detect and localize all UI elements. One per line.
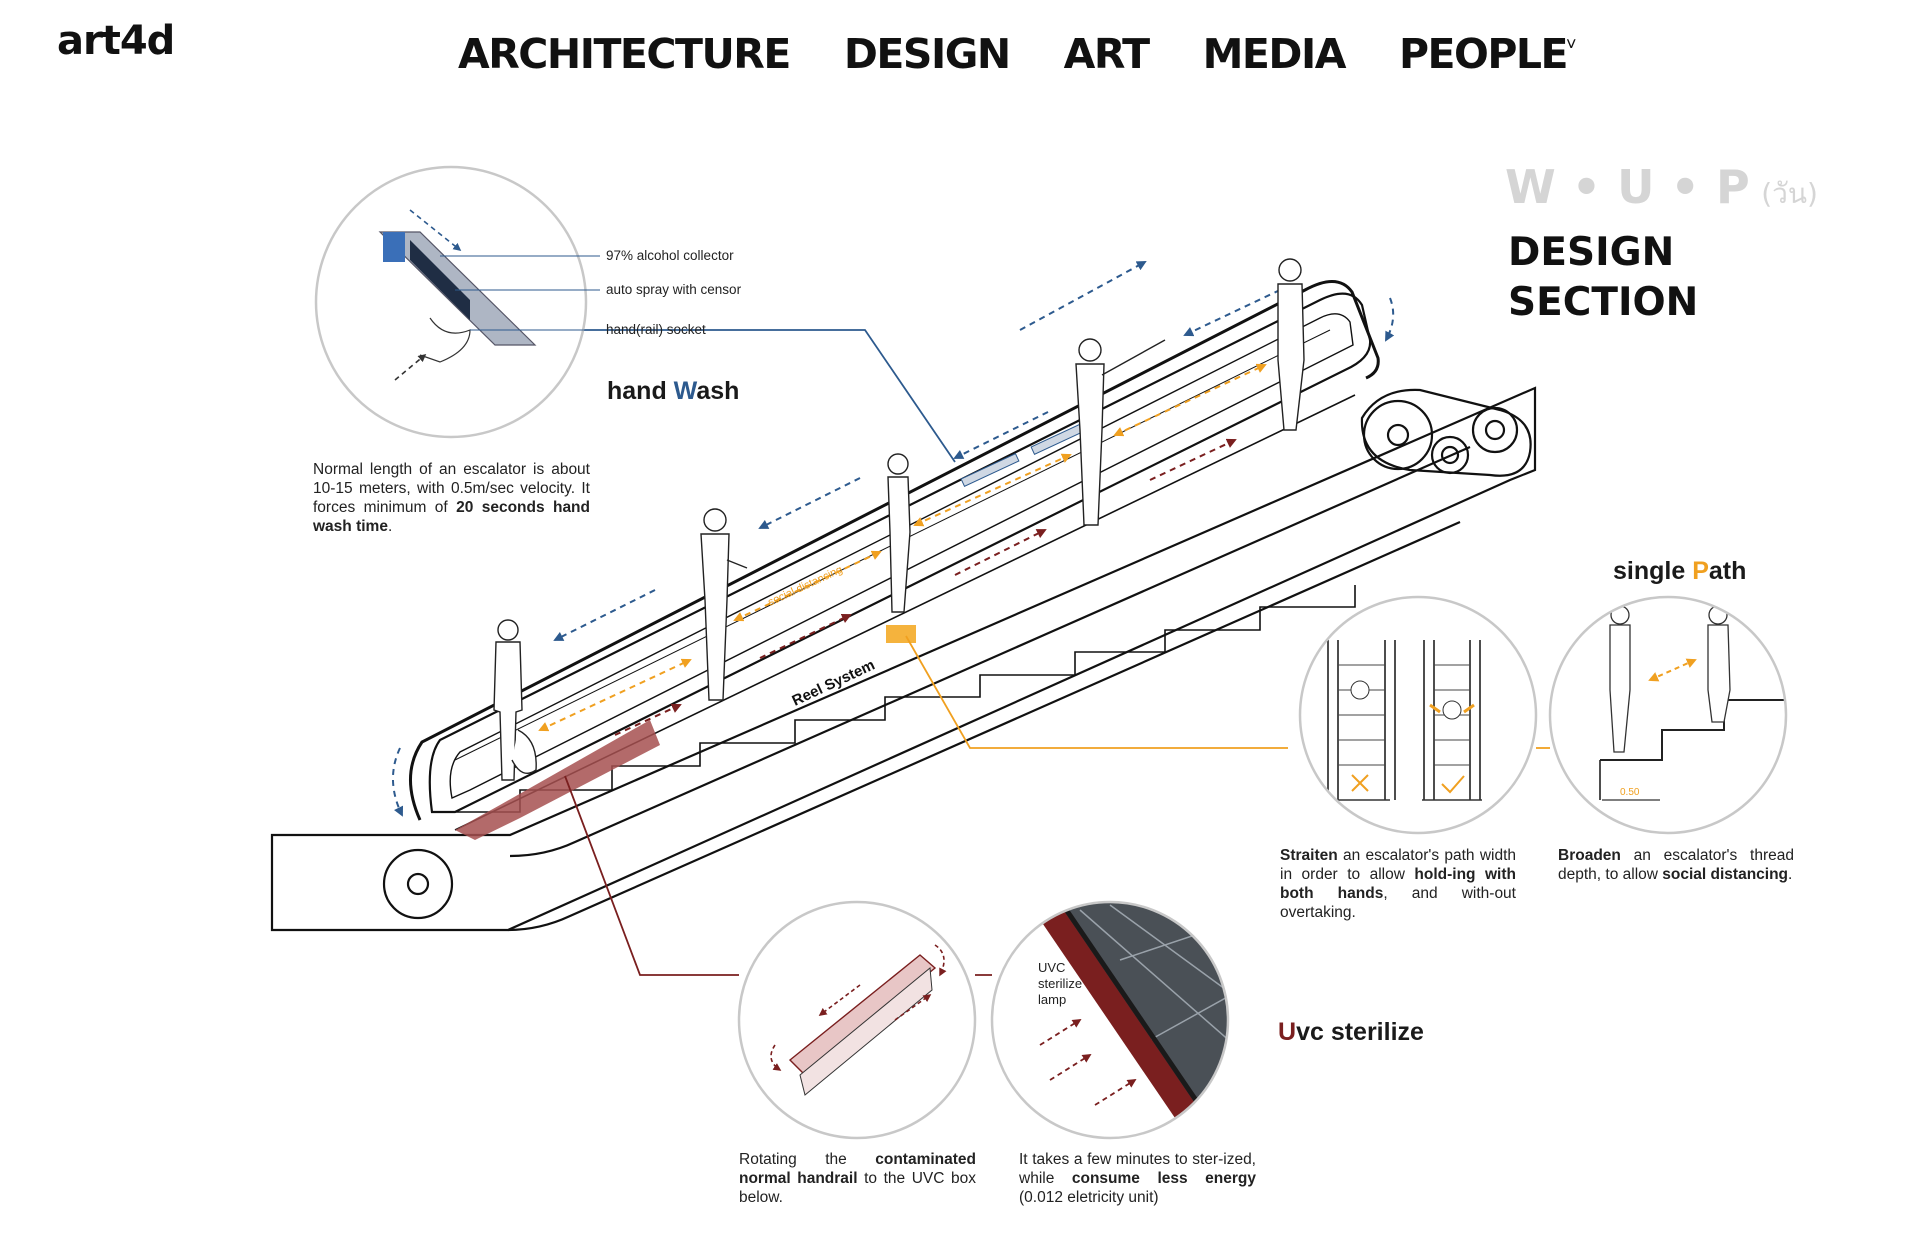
uvc-title: Uvc sterilize <box>1278 1018 1424 1047</box>
uvc-description: It takes a few minutes to ster-ized, whi… <box>1019 1150 1256 1207</box>
flow-arrows <box>391 261 1395 817</box>
hand-wash-desc-b: 20 seconds hand wash time <box>313 499 590 535</box>
contaminated-handrail-highlight <box>455 720 660 840</box>
hand-wash-title-pre: hand <box>607 377 674 405</box>
uvc-desc-c: (0.012 eletricity unit) <box>1019 1189 1159 1206</box>
chevron-down-icon[interactable]: ˅ <box>1566 34 1577 54</box>
straiten-path-detail <box>1300 597 1536 833</box>
hand-wash-title: hand Wash <box>607 377 739 406</box>
depth-label: 0.50 <box>1620 787 1640 798</box>
rotating-handrail-detail <box>739 902 975 1138</box>
hand-wash-desc-c: . <box>387 518 393 535</box>
uvc-desc-b: consume less energy <box>1071 1170 1256 1187</box>
single-path-title-post: ath <box>1708 557 1747 585</box>
wup-thai: (วัน) <box>1761 177 1818 210</box>
wup-letters: W • U • P <box>1505 160 1750 214</box>
rotating-desc-b: contaminated normal handrail <box>739 1151 976 1187</box>
broaden-depth-detail: 0.50 <box>1550 597 1786 833</box>
hand-wash-detail <box>316 167 586 437</box>
single-path-title-pre: single <box>1613 557 1693 585</box>
hand-wash-title-key: W <box>673 377 697 405</box>
hand-wash-callouts <box>440 255 600 331</box>
straiten-desc-b: an escalator's path width in order to al… <box>1280 847 1516 883</box>
straiten-desc-a: Straiten <box>1280 847 1338 864</box>
straiten-desc-c: hold-ing with both hands <box>1280 866 1516 902</box>
people-figures <box>493 258 1305 781</box>
uvc-title-key: U <box>1278 1018 1297 1046</box>
broaden-description: Broaden an escalator's thread depth, to … <box>1558 846 1794 884</box>
single-path-title-key: P <box>1692 557 1709 585</box>
nav-item-art[interactable]: ART <box>1063 30 1150 78</box>
rotating-desc-a: Rotating the <box>739 1151 876 1168</box>
uvc-desc-a: It takes a few minutes to ster-ized, whi… <box>1019 1151 1256 1187</box>
section-title-line-2: SECTION <box>1508 280 1699 325</box>
hand-wash-title-post: ash <box>696 377 740 405</box>
wide-step-highlight <box>886 625 916 643</box>
section-title-line-1: DESIGN <box>1508 230 1675 275</box>
broaden-desc-c: social distancing <box>1662 866 1789 883</box>
wup-mark: W • U • P (วัน) <box>1505 160 1818 216</box>
callout-handrail-socket: hand(rail) socket <box>606 322 706 337</box>
nav-item-media[interactable]: MEDIA <box>1202 30 1347 78</box>
callout-alcohol-collector: 97% alcohol collector <box>606 248 734 263</box>
broaden-desc-b: an escalator's thread depth, to allow <box>1558 847 1794 883</box>
single-path-title: single Path <box>1613 557 1746 586</box>
uvc-lamp-label-3: lamp <box>1038 992 1066 1007</box>
site-logo[interactable]: art4d <box>57 18 175 64</box>
straiten-description: Straiten an escalator's path width in or… <box>1280 846 1516 922</box>
main-nav: ARCHITECTURE DESIGN ART MEDIA PEOPLE <box>458 30 1569 78</box>
rotating-description: Rotating the contaminated normal handrai… <box>739 1150 976 1207</box>
nav-item-architecture[interactable]: ARCHITECTURE <box>458 30 791 78</box>
hand-wash-description: Normal length of an escalator is about 1… <box>313 460 590 536</box>
site-header: art4d ARCHITECTURE DESIGN ART MEDIA PEOP… <box>0 0 1920 100</box>
nav-item-design[interactable]: DESIGN <box>843 30 1011 78</box>
section-title: DESIGN SECTION <box>1508 228 1698 328</box>
broaden-desc-a: Broaden <box>1558 847 1621 864</box>
uvc-title-post: vc sterilize <box>1296 1018 1424 1046</box>
leader-lines <box>564 329 1550 976</box>
hand-wash-desc-a: Normal length of an escalator is about 1… <box>313 461 590 516</box>
straiten-desc-d: , and with-out overtaking. <box>1280 885 1516 921</box>
callout-auto-spray: auto spray with censor <box>606 282 742 297</box>
rotating-desc-c: to the UVC box below. <box>739 1170 977 1206</box>
uvc-lamp-label-2: sterilize <box>1038 976 1082 991</box>
uvc-lamp-label-1: UVC <box>1038 960 1065 975</box>
nav-item-people[interactable]: PEOPLE <box>1398 30 1569 78</box>
broaden-desc-d: . <box>1788 866 1793 883</box>
uvc-lamp-detail <box>992 902 1228 1138</box>
